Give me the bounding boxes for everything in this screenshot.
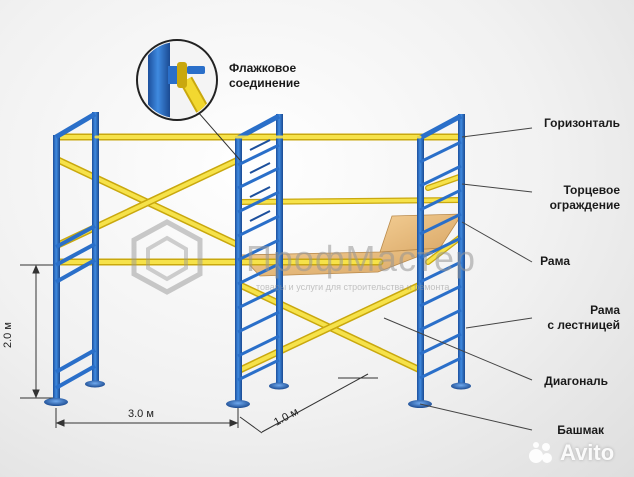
label-horizontal: Горизонталь [543,116,620,130]
depth-dimension-line [261,373,369,433]
label-shoe: Башмак [557,423,604,437]
label-diagonal: Диагональ [544,374,608,388]
label-ladder-frame: Рама с лестницей [547,303,620,332]
blue-frames [53,111,465,403]
watermark-brand: ПрофМастер [246,238,477,279]
watermark-tagline: товары и услуги для строительства и ремо… [256,282,450,292]
label-end-guard: Торцевое ограждение [549,183,620,212]
label-flag-connection: Флажковое соединение [229,61,300,90]
watermark-logo-icon [128,218,206,296]
avito-text: Avito [560,440,615,465]
leader-lines [383,127,533,431]
shoes [44,380,471,408]
label-frame: Рама [540,254,570,268]
avito-logo-icon [529,442,552,463]
avito-watermark: Avito [528,440,614,466]
flag-connection-callout [136,39,241,161]
dimension-lines [20,264,378,434]
dimension-height: 2.0 м [2,322,14,348]
dimension-width: 3.0 м [128,408,154,420]
